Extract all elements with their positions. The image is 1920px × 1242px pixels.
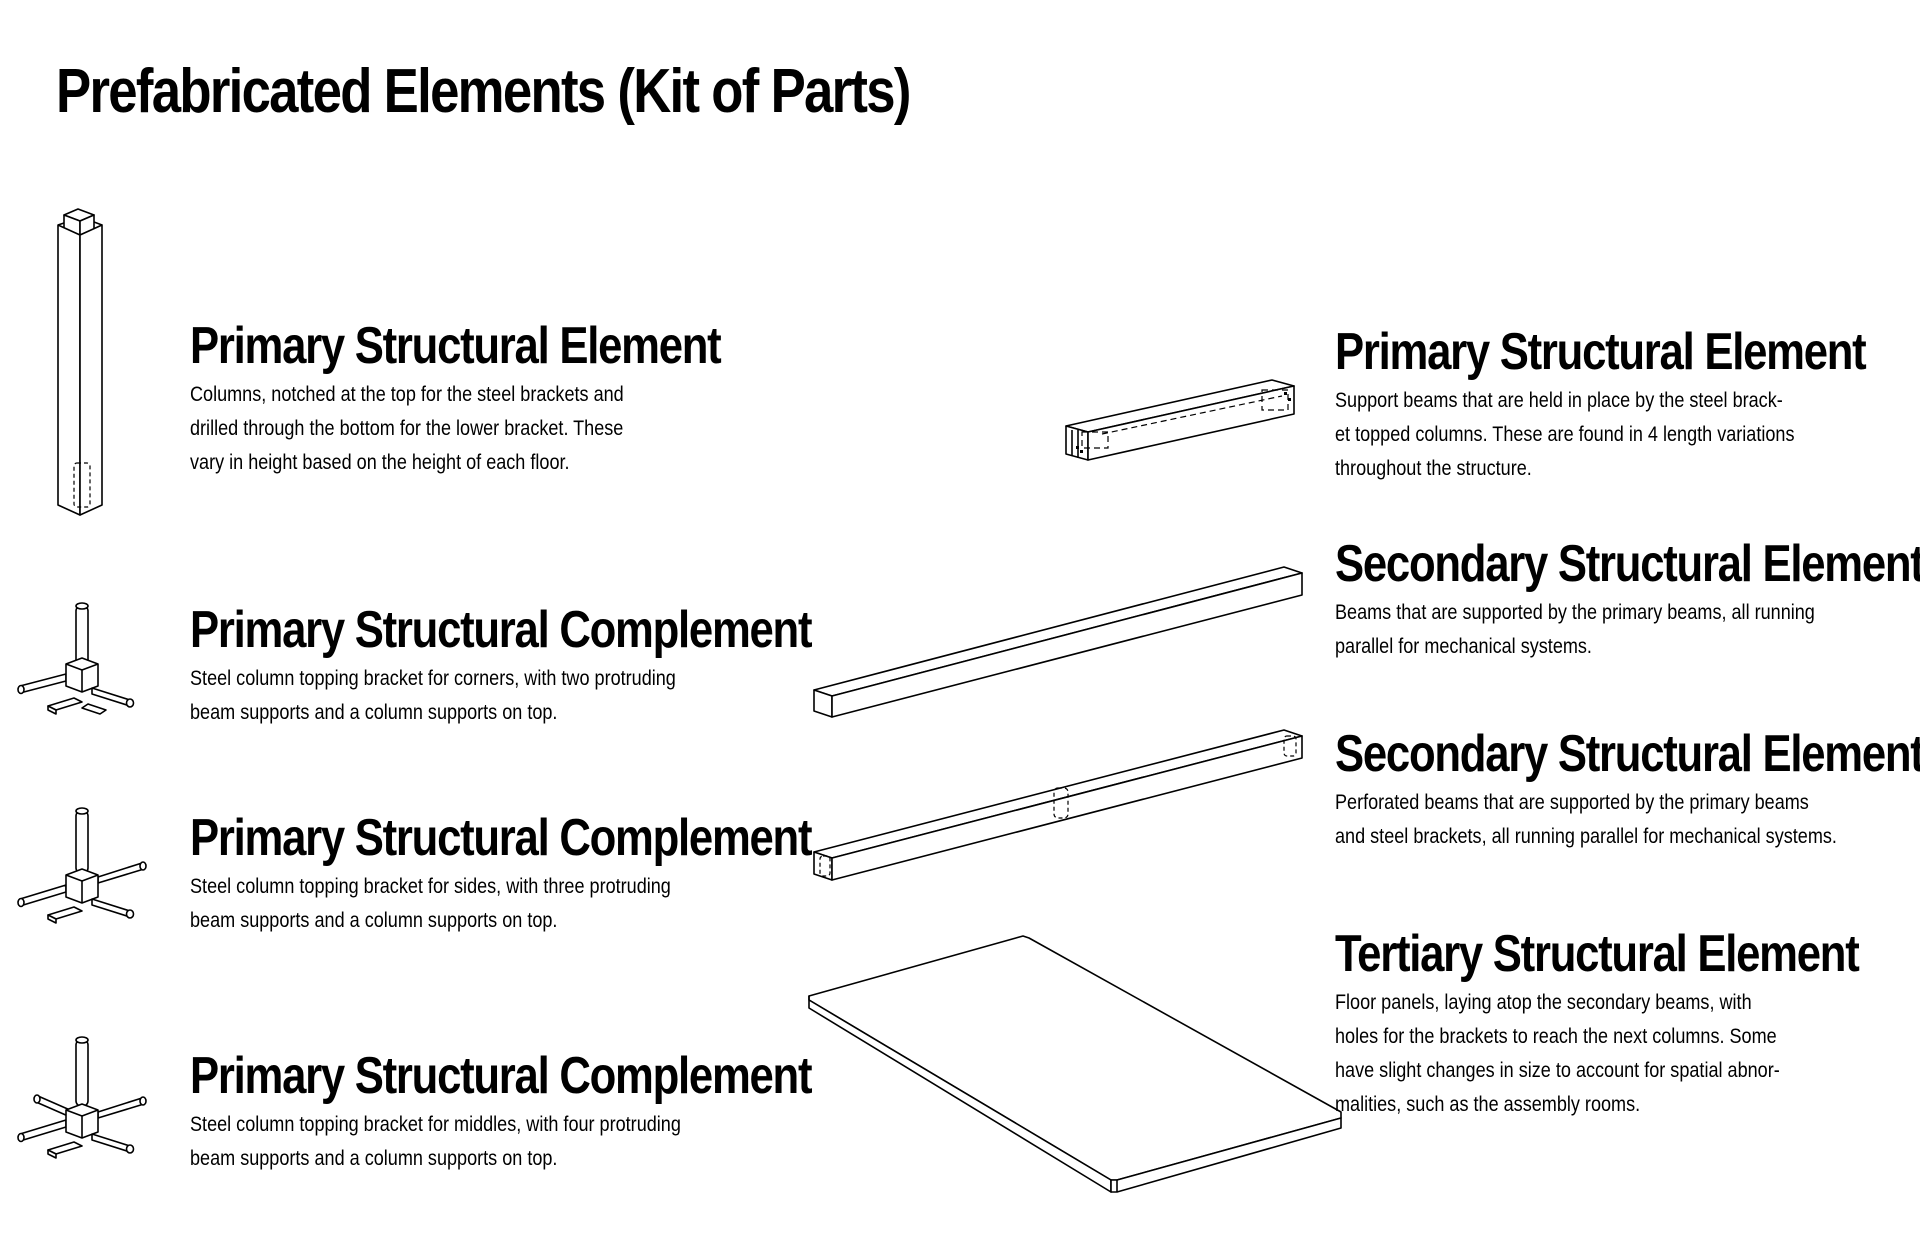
element-heading: Primary Structural Complement [190, 601, 813, 659]
element-card: Primary Structural Complement Steel colu… [190, 1048, 930, 1176]
perforated-beam-icon [810, 722, 1310, 892]
element-heading: Primary Structural Complement [190, 809, 813, 867]
floor-panel-icon [805, 930, 1345, 1195]
element-card: Tertiary Structural Element Floor panels… [1335, 926, 1920, 1122]
element-description: Perforated beams that are supported by t… [1335, 791, 1837, 848]
element-description: Floor panels, laying atop the secondary … [1335, 991, 1780, 1116]
element-heading: Primary Structural Element [1335, 323, 1867, 381]
element-card: Secondary Structural Element Perforated … [1335, 726, 1920, 854]
element-card: Secondary Structural Element Beams that … [1335, 536, 1920, 664]
corner-bracket-icon [18, 590, 133, 720]
column-icon [50, 195, 110, 525]
element-description: Columns, notched at the top for the stee… [190, 383, 624, 474]
page-title: Prefabricated Elements (Kit of Parts) [56, 57, 911, 126]
element-heading: Tertiary Structural Element [1335, 925, 1860, 983]
element-description: Steel column topping bracket for sides, … [190, 875, 671, 932]
element-description: Support beams that are held in place by … [1335, 389, 1795, 480]
element-heading: Secondary Structural Element [1335, 535, 1920, 593]
element-card: Primary Structural Element Columns, notc… [190, 318, 821, 480]
element-description: Steel column topping bracket for corners… [190, 667, 676, 724]
element-card: Primary Structural Complement Steel colu… [190, 810, 930, 938]
element-heading: Secondary Structural Element [1335, 725, 1920, 783]
secondary-beam-icon [810, 555, 1310, 725]
element-heading: Primary Structural Complement [190, 1047, 813, 1105]
primary-beam-icon [1062, 368, 1307, 468]
element-heading: Primary Structural Element [190, 317, 722, 375]
element-description: Beams that are supported by the primary … [1335, 601, 1815, 658]
element-description: Steel column topping bracket for middles… [190, 1113, 681, 1170]
element-card: Primary Structural Complement Steel colu… [190, 602, 930, 730]
element-card: Primary Structural Element Support beams… [1335, 324, 1920, 486]
side-bracket-icon [18, 795, 148, 925]
middle-bracket-icon [18, 1030, 148, 1160]
